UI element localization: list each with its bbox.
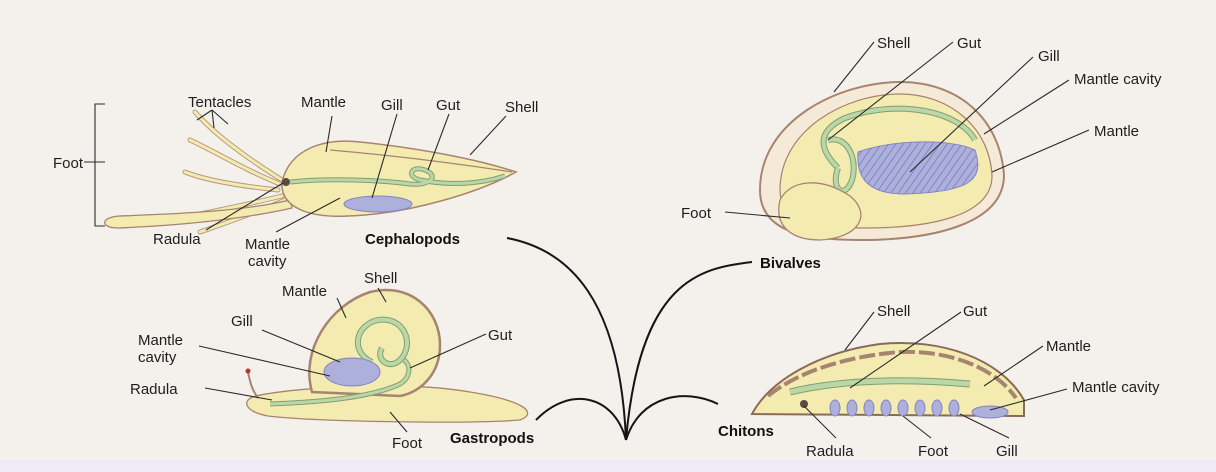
label-radula: Radula — [806, 443, 854, 460]
group-label-gastropods: Gastropods — [450, 430, 534, 447]
group-label-bivalves: Bivalves — [760, 255, 821, 272]
gastropod-labels: Shell Mantle Gill Gut Mantle cavity Radu… — [130, 270, 534, 452]
label-mantle-cavity: Mantle cavity — [1072, 379, 1160, 396]
label-gut: Gut — [963, 303, 988, 320]
label-mantle: Mantle — [1094, 123, 1139, 140]
bivalve-illustration — [758, 80, 1006, 242]
label-foot: Foot — [392, 435, 423, 452]
label-foot: Foot — [53, 155, 84, 172]
label-radula: Radula — [130, 381, 178, 398]
label-mantle-cavity-line2: cavity — [138, 349, 177, 366]
cephalopod-labels: Foot Tentacles Mantle Gill Gut Shell Rad… — [53, 94, 538, 270]
bottom-band — [0, 460, 1216, 472]
label-gut: Gut — [436, 97, 461, 114]
label-foot: Foot — [918, 443, 949, 460]
label-gill: Gill — [381, 97, 403, 114]
label-foot: Foot — [681, 205, 712, 222]
gastropod-illustration — [245, 288, 529, 423]
label-mantle-cavity-line2: cavity — [248, 253, 287, 270]
label-gut: Gut — [957, 35, 982, 52]
label-shell: Shell — [877, 303, 910, 320]
label-gill: Gill — [996, 443, 1018, 460]
label-gill: Gill — [231, 313, 253, 330]
phylogeny-tree — [506, 237, 753, 441]
label-tentacles: Tentacles — [188, 94, 251, 111]
cephalopod-illustration — [104, 109, 518, 235]
bivalve-labels: Shell Gut Gill Mantle cavity Mantle Foot… — [681, 35, 1162, 272]
group-label-cephalopods: Cephalopods — [365, 231, 460, 248]
label-mantle: Mantle — [1046, 338, 1091, 355]
label-shell: Shell — [505, 99, 538, 116]
chiton-illustration — [750, 342, 1025, 419]
label-shell: Shell — [364, 270, 397, 287]
label-gill: Gill — [1038, 48, 1060, 65]
label-gut: Gut — [488, 327, 513, 344]
chiton-labels: Shell Gut Mantle Mantle cavity Radula Fo… — [718, 303, 1160, 460]
label-mantle-cavity: Mantle cavity — [1074, 71, 1162, 88]
label-mantle-cavity-line1: Mantle — [245, 236, 290, 253]
label-shell: Shell — [877, 35, 910, 52]
label-mantle-cavity-line1: Mantle — [138, 332, 183, 349]
label-mantle: Mantle — [301, 94, 346, 111]
leader-lines — [84, 41, 1090, 439]
label-mantle: Mantle — [282, 283, 327, 300]
group-label-chitons: Chitons — [718, 423, 774, 440]
label-radula: Radula — [153, 231, 201, 248]
